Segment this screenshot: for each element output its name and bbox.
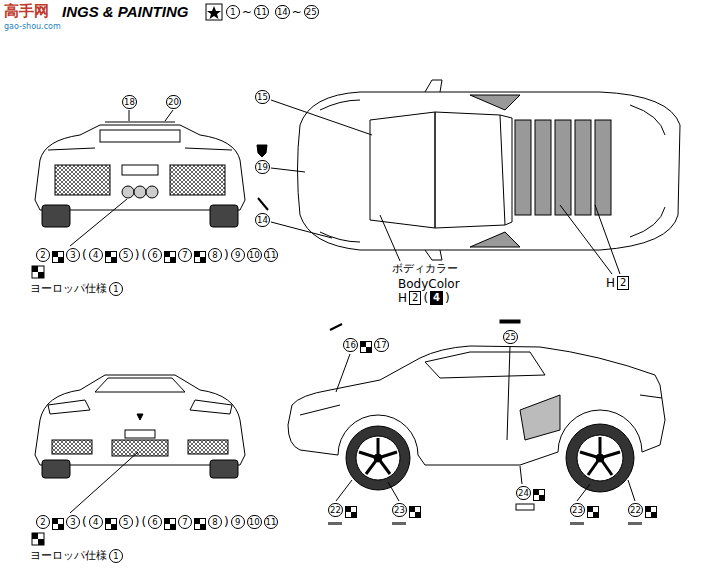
- callout-number: 5: [119, 515, 133, 529]
- paint-code: 2: [617, 276, 629, 290]
- callout-number: 10: [247, 515, 262, 529]
- marking-text: (: [82, 248, 87, 262]
- checker-icon: [194, 516, 206, 528]
- checker-icon: [409, 504, 421, 516]
- watermark: 高手网: [4, 2, 49, 20]
- marking-text: ~: [242, 5, 252, 19]
- callout-number: 4: [89, 248, 103, 262]
- checker-icon: [194, 249, 206, 261]
- callout-number: 9: [231, 248, 245, 262]
- marking-text: (: [141, 515, 146, 529]
- callout-number: 22: [328, 503, 343, 517]
- callout-number: 7: [178, 515, 192, 529]
- checker-icon: [360, 339, 372, 351]
- callout-number: 3: [66, 248, 80, 262]
- callout-number: 20: [166, 95, 181, 109]
- callout-number: 23: [570, 503, 585, 517]
- callout-number: 1: [109, 549, 123, 563]
- note-text: ヨーロッパ仕様: [30, 549, 107, 563]
- checker-icon: [345, 504, 357, 516]
- callout-number: 22: [628, 503, 643, 517]
- watermark: gao-shou.com: [4, 22, 61, 32]
- callout-number: 5: [119, 248, 133, 262]
- callout-number: 15: [255, 90, 270, 104]
- callout-number: 9: [231, 515, 245, 529]
- callout-number: 11: [264, 515, 279, 529]
- callout-number: 1: [226, 5, 240, 19]
- callout-number: 4: [89, 515, 103, 529]
- callout-number: 23: [392, 503, 407, 517]
- callout-number: 19: [255, 160, 270, 174]
- title: INGS & PAINTING: [62, 3, 188, 21]
- callout-number: 25: [304, 5, 319, 19]
- marking-text: BodyColor: [398, 277, 460, 291]
- checker-icon: [164, 516, 176, 528]
- paint-code: 4: [430, 291, 443, 305]
- marking-text: ): [135, 515, 140, 529]
- callout-number: 6: [148, 515, 162, 529]
- callout-number: 7: [178, 248, 192, 262]
- callout-number: 14: [255, 213, 270, 227]
- callout-number: 17: [374, 338, 389, 352]
- checker-icon: [105, 516, 117, 528]
- checker-icon: [52, 516, 64, 528]
- callout-number: 11: [264, 248, 279, 262]
- callout-number: 10: [247, 248, 262, 262]
- marking-text: ): [135, 248, 140, 262]
- callout-number: 2: [36, 248, 50, 262]
- callout-number: 8: [208, 248, 222, 262]
- callout-number: 2: [36, 515, 50, 529]
- callout-number: 25: [503, 330, 518, 344]
- marking-text: (: [423, 291, 428, 305]
- note-text: ヨーロッパ仕様: [30, 282, 107, 296]
- marking-text: ): [224, 248, 229, 262]
- callout-number: 18: [122, 95, 137, 109]
- checker-icon: [587, 504, 599, 516]
- callout-number: 3: [66, 515, 80, 529]
- checker-icon: [645, 504, 657, 516]
- checker-icon: [52, 249, 64, 261]
- callout-number: 6: [148, 248, 162, 262]
- checker-icon: [164, 249, 176, 261]
- marking-text: ): [445, 291, 450, 305]
- callout-number: 11: [254, 5, 269, 19]
- note-text: ボディカラー: [392, 262, 458, 276]
- callout-number: 8: [208, 515, 222, 529]
- marking-text: (: [141, 248, 146, 262]
- marking-text: ~: [292, 5, 302, 19]
- callout-number: 14: [275, 5, 290, 19]
- checker-icon: [105, 249, 117, 261]
- marking-text: ): [224, 515, 229, 529]
- callout-number: 24: [516, 486, 531, 500]
- checker-icon: [533, 487, 545, 499]
- marking-text: H: [606, 276, 615, 290]
- marking-text: H: [398, 291, 407, 305]
- marking-text: (: [82, 515, 87, 529]
- callout-number: 1: [109, 282, 123, 296]
- callout-number: 16: [343, 338, 358, 352]
- paint-code: 2: [409, 291, 421, 305]
